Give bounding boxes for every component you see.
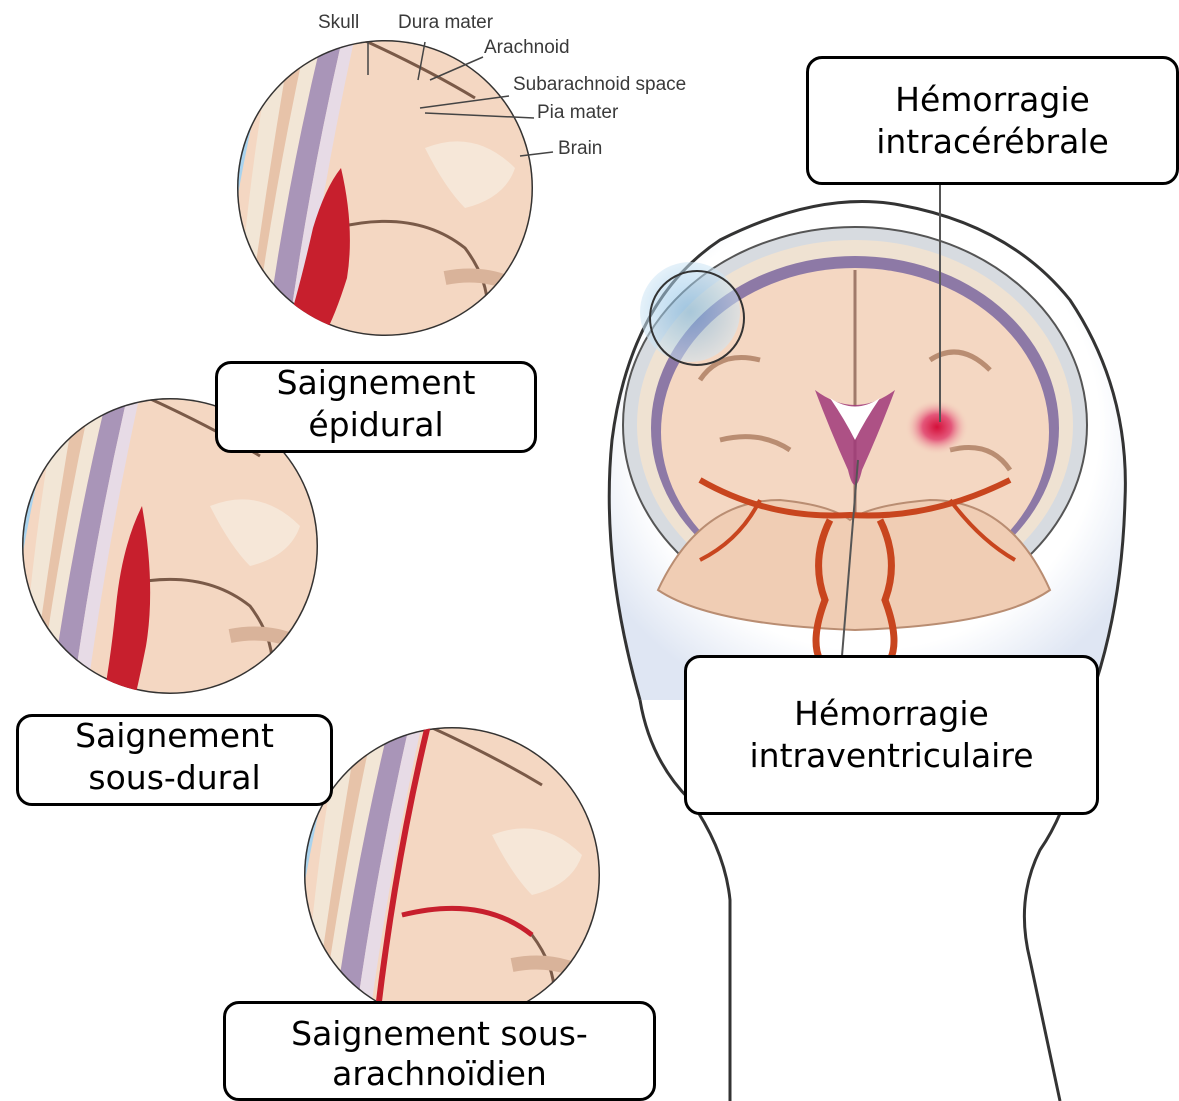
- subdural-line1: Saignement: [75, 715, 274, 757]
- epidural-line1: Saignement: [277, 362, 476, 404]
- intraventricular-line1: Hémorragie: [750, 693, 1034, 735]
- intraventricular-line2: intraventriculaire: [750, 735, 1034, 777]
- intracerebral-bleed-spot: [905, 399, 969, 455]
- subarachnoid-magnified-view: [282, 705, 622, 1045]
- dura-mater-label: Dura mater: [398, 13, 493, 32]
- epidural-line2: épidural: [277, 404, 476, 446]
- subarachnoid-line1: Saignement sous-: [291, 1014, 588, 1054]
- intracerebral-hemorrhage-callout: Hémorragie intracérébrale: [806, 56, 1179, 185]
- skull-label: Skull: [318, 13, 359, 32]
- subarachnoid-space-label: Subarachnoid space: [513, 75, 686, 94]
- epidural-bleeding-callout: Saignement épidural: [215, 361, 537, 453]
- subarachnoid-line2: arachnoïdien: [291, 1054, 588, 1094]
- arachnoid-label: Arachnoid: [484, 38, 570, 57]
- intraventricular-hemorrhage-callout: Hémorragie intraventriculaire: [684, 655, 1099, 815]
- subdural-bleeding-callout: Saignement sous-dural: [16, 714, 333, 806]
- brain-label: Brain: [558, 139, 602, 158]
- pia-mater-label: Pia mater: [537, 103, 618, 122]
- subarachnoid-bleeding-callout: Saignement sous- arachnoïdien: [223, 1001, 656, 1101]
- intracerebral-line1: Hémorragie: [876, 79, 1109, 121]
- intracerebral-line2: intracérébrale: [876, 121, 1109, 163]
- epidural-magnified-view: [215, 18, 555, 358]
- subdural-line2: sous-dural: [75, 757, 274, 799]
- coronal-brain-section: [623, 227, 1087, 660]
